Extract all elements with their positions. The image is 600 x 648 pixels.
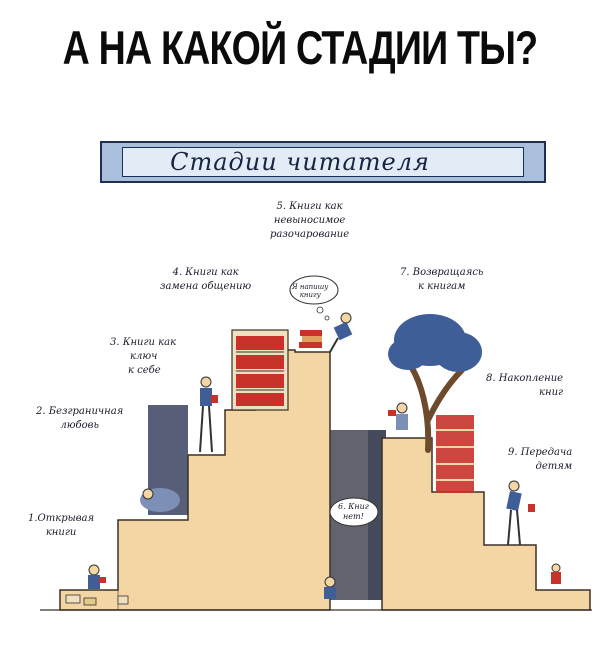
title-banner-inner	[122, 147, 524, 177]
stage-6-label: 6. Книг нет!	[338, 502, 369, 521]
bookshelf	[231, 329, 289, 411]
thought-bubble	[289, 275, 339, 305]
speech-bubble-stage-6	[329, 497, 379, 527]
stage-2-label: 2. Безграничная любовь	[36, 406, 124, 431]
stage-7-label: 7. Возвращаясь к книгам	[400, 267, 484, 292]
child-stage-9	[551, 563, 561, 584]
stage-4-label: 4. Книги как замена общению	[160, 267, 252, 292]
stage-5-label: 5. Книги как невыносимое разочарование	[270, 201, 350, 240]
headline: А НА КАКОЙ СТАДИИ ТЫ?	[62, 21, 539, 74]
left-staircase	[59, 349, 331, 611]
person-stage-6	[324, 576, 336, 599]
tree	[388, 314, 482, 453]
thought-bubble-text: Я напишу книгу	[292, 283, 329, 299]
person-stage-3	[199, 376, 218, 453]
person-stage-7	[388, 402, 408, 430]
banner-title: Стадии читателя	[170, 148, 430, 176]
scattered-books	[65, 594, 129, 606]
person-stage-1	[88, 564, 106, 589]
title-banner	[100, 141, 546, 183]
stage-1-label: 1.Открывая книги	[28, 513, 95, 538]
stage-8-label: 8. Накопление книг	[486, 373, 564, 398]
right-staircase	[381, 437, 591, 611]
book-pile-large	[436, 415, 474, 493]
person-stage-9	[506, 480, 535, 546]
stage-9-label: 9. Передача детям	[508, 447, 573, 472]
person-stage-2	[140, 488, 180, 512]
person-stage-5	[329, 312, 353, 353]
stage-3-label: 3. Книги как ключ к себе	[110, 337, 177, 376]
top-book-pile	[299, 330, 322, 348]
